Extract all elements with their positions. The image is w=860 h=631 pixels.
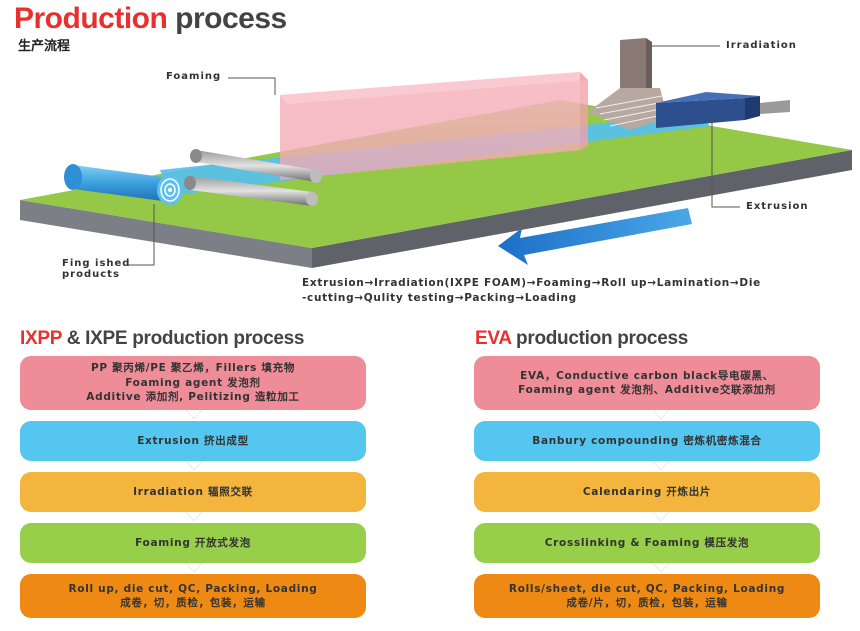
eva-title-rest: production process [516,328,689,349]
page-subtitle: 生产流程 [18,39,71,54]
ixpp-step-foaming: Foaming 开放式发泡 [20,523,366,563]
callout-finished-line1: Fing ished [62,258,131,269]
ixpp-title-red: IXPP [20,328,62,349]
eva-step-calendaring: Calendaring 开炼出片 [474,472,820,512]
process-sequence-line1: Extrusion→Irradiation(IXPE FOAM)→Foaming… [302,277,761,289]
step-text-line: Banbury compounding 密炼机密炼混合 [532,434,762,447]
eva-step-finishing: Rolls/sheet, die cut, QC, Packing, Loadi… [474,574,820,618]
step-text-line: 成卷/片，切，质检，包装，运输 [566,597,728,609]
step-text-line: Extrusion 挤出成型 [137,434,249,447]
step-text-line: Rolls/sheet, die cut, QC, Packing, Loadi… [508,582,786,595]
step-text-line: EVA，Conductive carbon black导电碳黑、 [520,369,774,382]
finished-roll [64,164,183,205]
eva-step-banbury: Banbury compounding 密炼机密炼混合 [474,421,820,461]
step-text-line: Irradiation 辐照交联 [133,485,253,498]
eva-title-red: EVA [475,328,512,349]
callout-line-foaming [228,77,276,95]
callout-extrusion: Extrusion [746,201,809,212]
step-text-line: 成卷，切，质检，包装，运输 [120,597,266,609]
process-sequence-line2: -cutting→Qulity testing→Packing→Loading [302,292,577,304]
roller-lower [184,176,318,206]
foaming-oven [280,72,588,180]
callout-line-extrusion [711,118,740,208]
extruder [656,92,790,128]
step-text-line: Roll up, die cut, QC, Packing, Loading [68,582,318,595]
roller-upper [190,149,322,183]
callout-line-finished [128,204,155,266]
step-text-line: PP 聚丙烯/PE 聚乙烯，Fillers 填充物 [90,362,296,375]
ixpp-section-title: IXPP & IXPE production process [20,328,304,350]
platform [20,100,852,268]
callout-finished-line2: products [62,269,120,280]
step-text-line: Calendaring 开炼出片 [582,485,712,498]
title-word-process: process [175,2,287,35]
direction-arrow [498,208,692,265]
irradiation-unit [588,38,668,130]
flow-arrows-ixpp [184,408,204,573]
callout-foaming: Foaming [166,71,222,82]
eva-step-raw-materials: EVA，Conductive carbon black导电碳黑、 Foaming… [474,356,820,410]
ixpp-step-raw-materials: PP 聚丙烯/PE 聚乙烯，Fillers 填充物 Foaming agent … [20,356,366,410]
eva-step-crosslinking: Crosslinking & Foaming 模压发泡 [474,523,820,563]
ixpp-step-irradiation: Irradiation 辐照交联 [20,472,366,512]
step-text-line: Foaming 开放式发泡 [135,536,251,549]
callout-irradiation: Irradiation [726,40,797,51]
ixpp-title-rest: & IXPE production process [66,328,305,349]
page-title: Production process [14,2,287,36]
step-text-line: Additive 添加剂, Pelitizing 造粒加工 [86,391,300,404]
title-word-production: Production [14,2,168,35]
step-text-line: Foaming agent 发泡剂、Additive交联添加剂 [518,384,776,396]
process-sequence: Extrusion→Irradiation(IXPE FOAM)→Foaming… [302,276,772,306]
step-text-line: Foaming agent 发泡剂 [125,376,261,389]
eva-section-title: EVA production process [475,328,688,350]
flow-arrows-eva [651,408,671,573]
ixpp-step-finishing: Roll up, die cut, QC, Packing, Loading 成… [20,574,366,618]
ixpp-step-extrusion: Extrusion 挤出成型 [20,421,366,461]
step-text-line: Crosslinking & Foaming 模压发泡 [544,536,750,549]
callout-finished-products: Fing ished products [62,258,130,280]
